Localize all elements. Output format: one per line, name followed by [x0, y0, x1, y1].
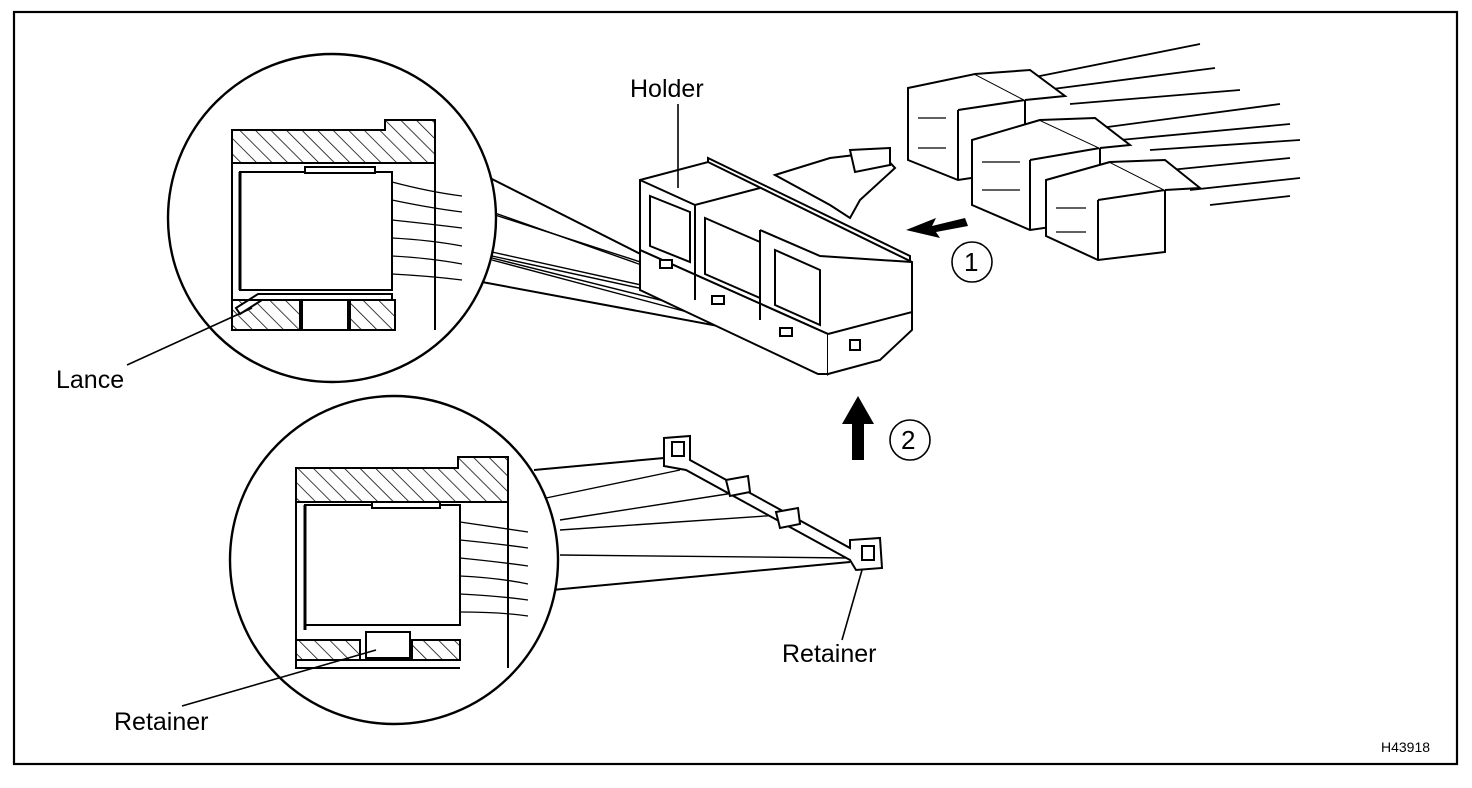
- holder-label: Holder: [630, 75, 704, 103]
- connector-holder: [639, 146, 913, 376]
- lance-detail-inset: [166, 52, 821, 384]
- retainer-part: [663, 434, 884, 572]
- insert-arrow-2-icon: [842, 396, 874, 460]
- figure-border: [12, 10, 1459, 766]
- wire-harness-connectors: [907, 43, 1301, 262]
- step-1-circle: [951, 241, 993, 283]
- retainer-part-label: Retainer: [782, 640, 877, 668]
- figure-code: H43918: [1381, 739, 1430, 755]
- retainer-inset-label: Retainer: [114, 708, 209, 736]
- insert-arrow-1-icon: [906, 218, 968, 238]
- retainer-part-leader-line: [841, 569, 863, 641]
- retainer-inset-leader-line: [181, 649, 377, 707]
- step-2-number: 2: [901, 425, 915, 455]
- lance-label: Lance: [56, 366, 124, 394]
- lance-leader-line: [126, 307, 253, 366]
- step-2-circle: [889, 419, 931, 461]
- step-1-number: 1: [964, 247, 978, 277]
- retainer-detail-inset: [228, 394, 851, 726]
